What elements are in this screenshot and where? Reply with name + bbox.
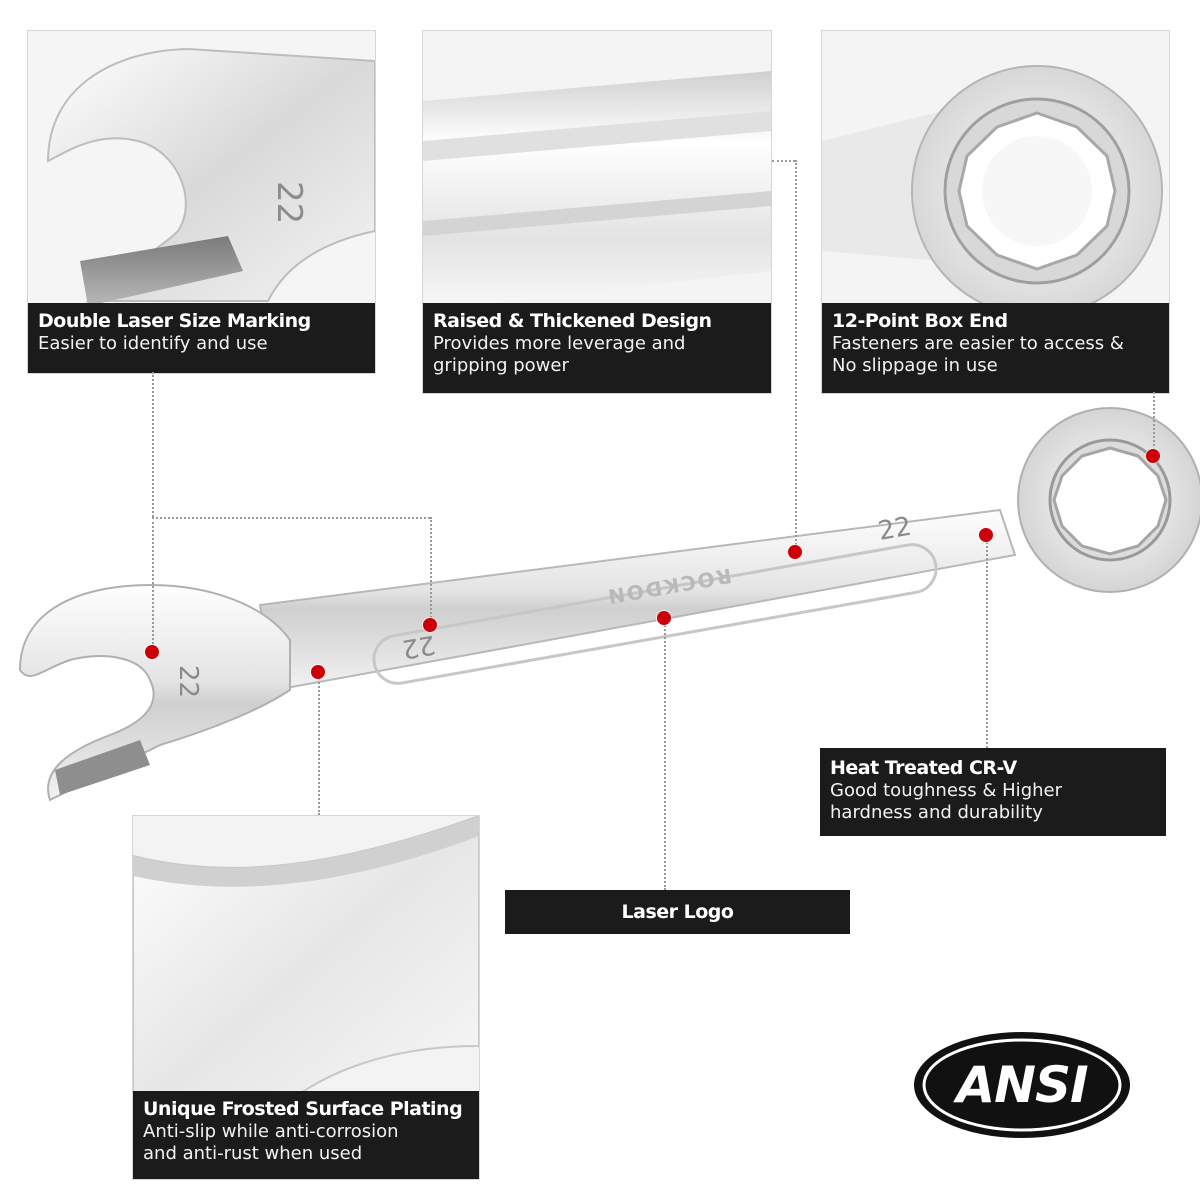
- shaft-size-marking-reverse: 22: [400, 629, 438, 664]
- feature-title: 12-Point Box End: [832, 310, 1008, 332]
- feature-description: Anti-slip while anti-corrosion and anti-…: [143, 1121, 399, 1164]
- ansi-badge-oval: [914, 1032, 1130, 1138]
- feature-description: Easier to identify and use: [38, 333, 268, 354]
- callout-dot-frosted: [311, 665, 325, 679]
- feature-label-heat-treated: Heat Treated CR-V Good toughness & Highe…: [820, 748, 1166, 836]
- callout-dot-shaft-marking: [423, 618, 437, 632]
- feature-title: Unique Frosted Surface Plating: [143, 1098, 463, 1120]
- leader-line: [318, 675, 320, 815]
- detail-panel-thickened: Raised & Thickened Design Provides more …: [422, 30, 772, 394]
- open-end-size-marking: 22: [173, 665, 203, 698]
- leader-line: [772, 160, 795, 162]
- callout-dot-logo: [657, 611, 671, 625]
- feature-caption: Unique Frosted Surface Plating Anti-slip…: [133, 1091, 479, 1179]
- callout-dot-box-end: [1146, 449, 1160, 463]
- feature-label-laser-logo: Laser Logo: [505, 890, 850, 934]
- feature-caption: Raised & Thickened Design Provides more …: [423, 303, 771, 393]
- leader-line: [152, 517, 430, 519]
- detail-panel-box-end: 12-Point Box End Fasteners are easier to…: [821, 30, 1170, 394]
- ansi-badge-text: ANSI: [956, 1056, 1088, 1114]
- leader-line: [152, 372, 154, 517]
- feature-description: Provides more leverage and gripping powe…: [433, 333, 686, 376]
- feature-description: Good toughness & Higher hardness and dur…: [830, 780, 1062, 823]
- detail-panel-frosted: Unique Frosted Surface Plating Anti-slip…: [132, 815, 480, 1180]
- leader-line: [664, 618, 666, 890]
- ansi-badge: ANSI: [912, 1030, 1132, 1140]
- feature-caption: 12-Point Box End Fasteners are easier to…: [822, 303, 1169, 393]
- box-end-closeup-image: [822, 31, 1169, 393]
- feature-caption: Double Laser Size Marking Easier to iden…: [28, 303, 375, 373]
- feature-description: Fasteners are easier to access & No slip…: [832, 333, 1124, 376]
- leader-line: [430, 517, 432, 625]
- shaft-size-marking: 22: [876, 512, 914, 547]
- feature-title: Double Laser Size Marking: [38, 310, 311, 332]
- callout-dot-open-end: [145, 645, 159, 659]
- size-marking-text: 22: [269, 181, 309, 224]
- combination-wrench-image: 22 22 ROCKDON 22: [18, 407, 1200, 802]
- leader-line: [795, 160, 797, 552]
- feature-title: Heat Treated CR-V: [830, 757, 1017, 779]
- feature-title: Laser Logo: [621, 901, 734, 923]
- leader-line: [986, 535, 988, 748]
- leader-line: [1153, 392, 1155, 454]
- callout-dot-heat-treated: [979, 528, 993, 542]
- leader-line: [152, 517, 154, 652]
- detail-panel-laser-marking: 22 Double Laser Size Marking Easier to i…: [27, 30, 376, 374]
- feature-title: Raised & Thickened Design: [433, 310, 712, 332]
- callout-dot-thickened: [788, 545, 802, 559]
